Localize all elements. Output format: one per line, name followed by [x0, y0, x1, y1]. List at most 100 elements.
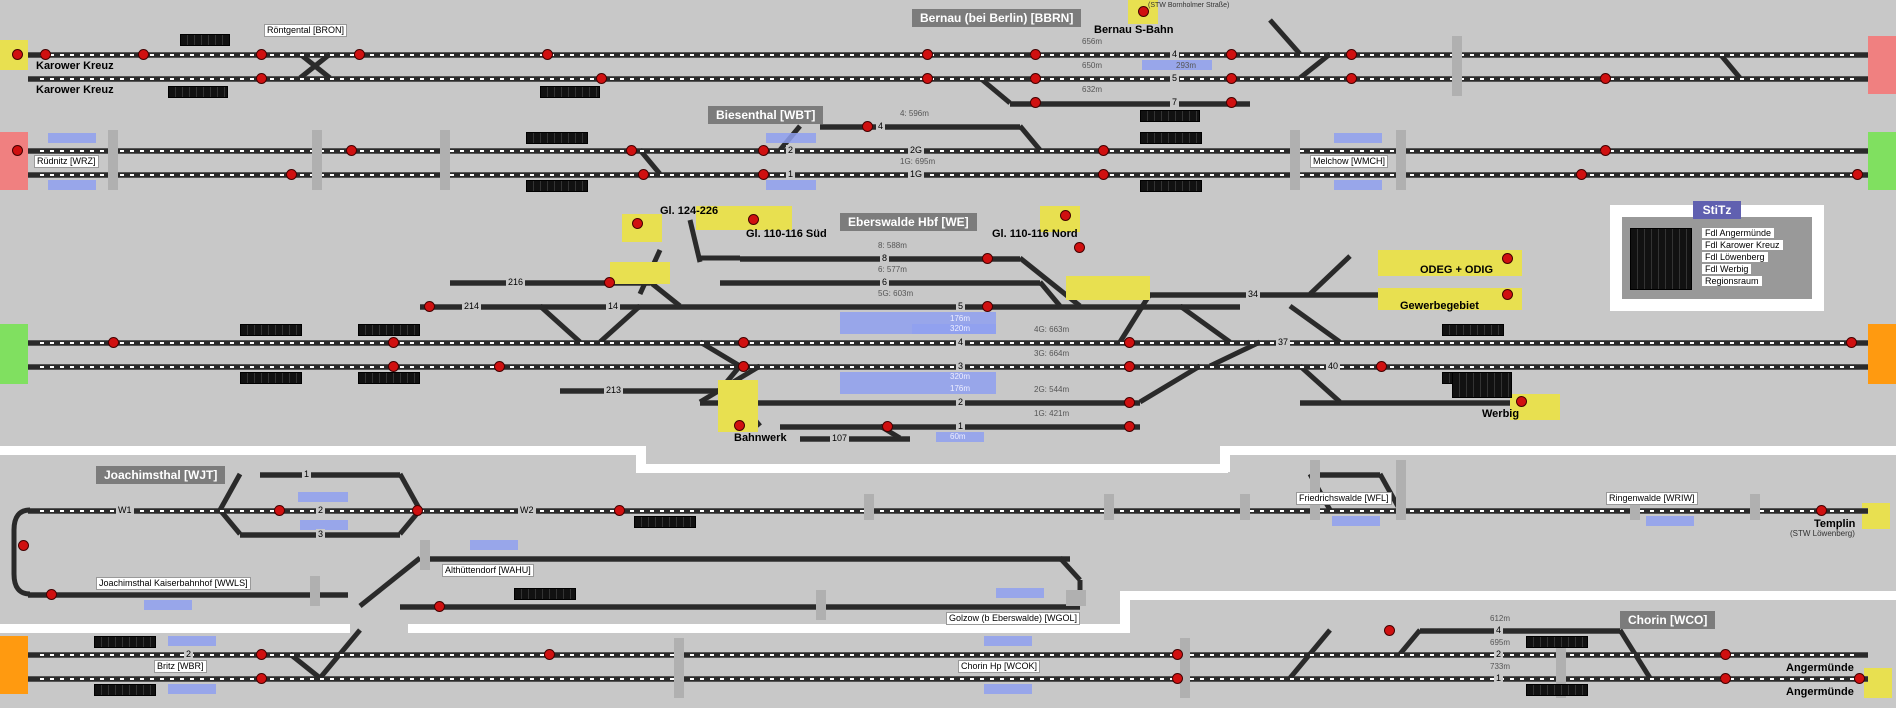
track-eb-213[interactable]	[560, 388, 720, 394]
signal[interactable]	[1346, 49, 1357, 60]
signal[interactable]	[412, 505, 423, 516]
track-chorin-4[interactable]	[1420, 628, 1620, 634]
signal[interactable]	[256, 673, 267, 684]
signal[interactable]	[388, 337, 399, 348]
signal[interactable]	[1226, 97, 1237, 108]
signal[interactable]	[1124, 361, 1135, 372]
signal[interactable]	[18, 540, 29, 551]
signal[interactable]	[1854, 673, 1865, 684]
track-eb-5[interactable]	[620, 304, 1240, 310]
signal[interactable]	[1030, 73, 1041, 84]
stitz-item-regionsraum[interactable]: Regionsraum	[1702, 276, 1762, 286]
signal[interactable]	[494, 361, 505, 372]
track-eb-107[interactable]	[800, 436, 910, 442]
signal[interactable]	[748, 214, 759, 225]
signal[interactable]	[256, 649, 267, 660]
signal[interactable]	[12, 145, 23, 156]
signal[interactable]	[1600, 145, 1611, 156]
signal[interactable]	[1074, 242, 1085, 253]
signal[interactable]	[1060, 210, 1071, 221]
signal[interactable]	[738, 361, 749, 372]
signal[interactable]	[1172, 649, 1183, 660]
signal[interactable]	[626, 145, 637, 156]
signal[interactable]	[108, 337, 119, 348]
signal[interactable]	[1502, 253, 1513, 264]
signal[interactable]	[1098, 145, 1109, 156]
stitz-item-angermuende[interactable]: Fdl Angermünde	[1702, 228, 1775, 238]
signal[interactable]	[758, 169, 769, 180]
signal[interactable]	[1124, 337, 1135, 348]
signal[interactable]	[1502, 289, 1513, 300]
signal[interactable]	[632, 218, 643, 229]
signal[interactable]	[1516, 396, 1527, 407]
signal[interactable]	[734, 420, 745, 431]
signal[interactable]	[274, 505, 285, 516]
signal[interactable]	[982, 301, 993, 312]
track-golzow[interactable]	[400, 604, 1080, 610]
track-eb-216[interactable]	[450, 280, 650, 286]
signal[interactable]	[1852, 169, 1863, 180]
signal[interactable]	[544, 649, 555, 660]
signal[interactable]	[1846, 337, 1857, 348]
signal[interactable]	[614, 505, 625, 516]
signal[interactable]	[1030, 97, 1041, 108]
signal[interactable]	[346, 145, 357, 156]
signal[interactable]	[1124, 397, 1135, 408]
signal[interactable]	[46, 589, 57, 600]
signal[interactable]	[256, 73, 267, 84]
track-friedrichswalde[interactable]	[1320, 472, 1380, 478]
train-number-display	[1140, 110, 1200, 122]
track-eb-werbig[interactable]	[1300, 400, 1520, 406]
stitz-item-werbig[interactable]: Fdl Werbig	[1702, 264, 1752, 274]
track-bernau-7[interactable]	[1010, 101, 1250, 107]
signal[interactable]	[1124, 421, 1135, 432]
signal[interactable]	[738, 337, 749, 348]
signal[interactable]	[882, 421, 893, 432]
signal[interactable]	[1226, 49, 1237, 60]
signal[interactable]	[424, 301, 435, 312]
occupied-block	[168, 684, 216, 694]
signal[interactable]	[922, 49, 933, 60]
signal[interactable]	[256, 49, 267, 60]
track-joachimsthal-1[interactable]	[260, 472, 400, 478]
signal[interactable]	[1138, 6, 1149, 17]
occupied-block	[936, 432, 984, 442]
signal[interactable]	[138, 49, 149, 60]
track-kaiserbahnhof[interactable]	[28, 592, 348, 598]
signal[interactable]	[542, 49, 553, 60]
stitz-item-karower[interactable]: Fdl Karower Kreuz	[1702, 240, 1783, 250]
signal[interactable]	[596, 73, 607, 84]
signal[interactable]	[1030, 49, 1041, 60]
track-eb-2[interactable]	[700, 400, 1140, 406]
signal[interactable]	[1720, 649, 1731, 660]
signal[interactable]	[1600, 73, 1611, 84]
occupied-block	[48, 133, 96, 143]
signal[interactable]	[1098, 169, 1109, 180]
signal[interactable]	[354, 49, 365, 60]
stitz-title[interactable]: StiTz	[1693, 201, 1741, 219]
signal[interactable]	[1720, 673, 1731, 684]
signal[interactable]	[1226, 73, 1237, 84]
signal[interactable]	[1376, 361, 1387, 372]
signal[interactable]	[604, 277, 615, 288]
label-karower-1: Karower Kreuz	[36, 60, 114, 72]
signal[interactable]	[434, 601, 445, 612]
track-biesenthal-4[interactable]	[820, 124, 1020, 130]
signal[interactable]	[12, 49, 23, 60]
signal[interactable]	[638, 169, 649, 180]
signal[interactable]	[388, 361, 399, 372]
signal[interactable]	[286, 169, 297, 180]
signal[interactable]	[982, 253, 993, 264]
signal[interactable]	[922, 73, 933, 84]
signal[interactable]	[1172, 673, 1183, 684]
signal[interactable]	[862, 121, 873, 132]
track-althuettendorf[interactable]	[420, 556, 1070, 562]
signal[interactable]	[1384, 625, 1395, 636]
track-eb-odeg[interactable]	[1150, 292, 1490, 298]
signal[interactable]	[1346, 73, 1357, 84]
signal[interactable]	[1576, 169, 1587, 180]
signal[interactable]	[1816, 505, 1827, 516]
signal[interactable]	[40, 49, 51, 60]
signal[interactable]	[758, 145, 769, 156]
stitz-item-loewenberg[interactable]: Fdl Löwenberg	[1702, 252, 1768, 262]
